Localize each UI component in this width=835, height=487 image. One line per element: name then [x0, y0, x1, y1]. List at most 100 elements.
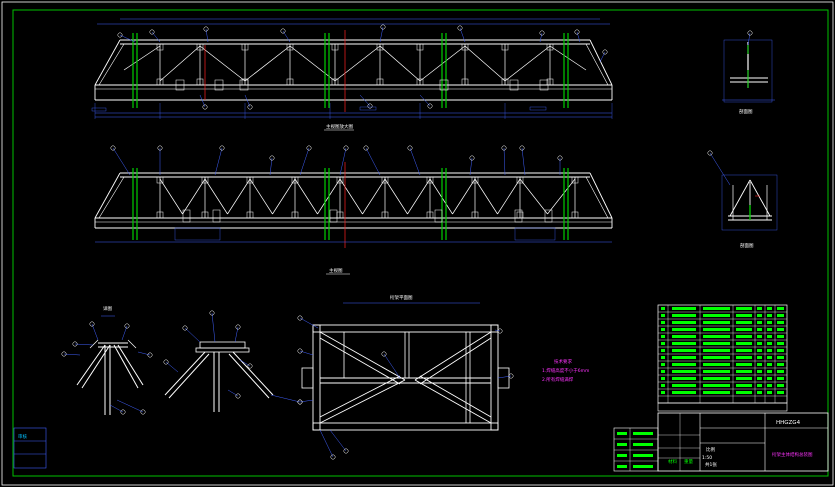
- part-balloon: [297, 348, 303, 354]
- leader-line: [269, 157, 273, 176]
- title-scale-value: 1:50: [702, 455, 712, 461]
- end-diagonal: [94, 39, 121, 86]
- end-diagonal: [98, 43, 125, 86]
- signature-value: [633, 465, 653, 468]
- leader-line: [184, 327, 201, 343]
- bom-qty: [757, 314, 762, 317]
- part-balloon: [72, 341, 78, 347]
- bom-unit-wt: [767, 377, 772, 380]
- gusset-plate: [246, 211, 254, 219]
- bom-material: [736, 384, 752, 387]
- web-diagonal: [294, 178, 318, 215]
- gusset-plate: [376, 43, 384, 51]
- bom-part-code: [672, 391, 696, 394]
- bom-item-no: [661, 328, 665, 331]
- part-balloon: [407, 145, 413, 151]
- web-diagonal: [547, 178, 576, 215]
- leg-member: [232, 351, 274, 396]
- gusset-plate: [516, 176, 524, 184]
- bom-header: [657, 402, 788, 412]
- gusset-plate: [416, 78, 424, 86]
- leader-line: [503, 147, 506, 176]
- leader-line: [74, 343, 94, 346]
- bom-part-name: [703, 363, 730, 366]
- part-balloon: [427, 103, 433, 109]
- signature-value: [633, 432, 653, 435]
- title-material-label: 材料: [668, 458, 677, 465]
- gusset-plate: [516, 211, 524, 219]
- section-caption-bottom: 剖面图: [740, 242, 754, 249]
- front-view: [91, 18, 613, 119]
- gusset-plate: [501, 43, 509, 51]
- gusset-plate: [336, 176, 344, 184]
- dimension-box: [514, 227, 556, 241]
- notes-line-1: 1.焊缝高度不小于6mm: [542, 367, 589, 374]
- leg-member: [117, 344, 144, 386]
- bom-part-name: [703, 321, 730, 324]
- dimension-box: [174, 227, 221, 241]
- bom-unit-wt: [767, 363, 772, 366]
- bom-qty: [757, 342, 762, 345]
- web-diagonal: [362, 178, 386, 215]
- gusset-plate: [426, 211, 434, 219]
- leader-line: [91, 323, 99, 341]
- part-balloon: [469, 155, 475, 161]
- bom-unit-wt: [767, 356, 772, 359]
- leader-line: [239, 359, 251, 367]
- gusset-plate: [461, 43, 469, 51]
- end-diagonal: [94, 172, 121, 219]
- base-plate: [509, 79, 519, 91]
- web-diagonal: [204, 178, 228, 215]
- leader-line: [409, 147, 421, 176]
- signature-label: [617, 432, 627, 435]
- bom-item-no: [661, 349, 665, 352]
- bom-unit-wt: [767, 384, 772, 387]
- cap-plate: [195, 347, 250, 353]
- leader-line: [521, 147, 526, 176]
- end-diagonal: [585, 43, 609, 86]
- leader-line: [63, 353, 81, 356]
- gusset-plate: [196, 43, 204, 51]
- gusset: [89, 339, 99, 349]
- part-balloon: [363, 145, 369, 151]
- section-view-top-right: [722, 30, 775, 103]
- detail-view-middle: [163, 310, 303, 412]
- plan-diagonal: [419, 337, 492, 385]
- part-balloon: [209, 310, 215, 316]
- part-balloon: [497, 328, 503, 334]
- bom-part-code: [672, 328, 696, 331]
- leader-line: [112, 147, 131, 176]
- bom-qty: [757, 391, 762, 394]
- bom-unit-wt: [767, 342, 772, 345]
- leg-member: [164, 351, 206, 396]
- bom-qty: [757, 356, 762, 359]
- leader-line: [121, 325, 128, 341]
- web-diagonal: [159, 45, 201, 82]
- title-drawing-name: 桁架主体结构总装图: [772, 451, 813, 458]
- bom-total-wt: [777, 363, 784, 366]
- leg-member: [168, 353, 210, 399]
- end-diagonal: [589, 39, 613, 86]
- part-balloon: [574, 29, 580, 35]
- title-scale-label: 比例: [706, 446, 715, 453]
- end-lug: [301, 367, 314, 389]
- web-diagonal: [289, 45, 336, 82]
- bom-item-no: [661, 384, 665, 387]
- leader-line: [494, 329, 501, 332]
- title-sheet: 共1张: [705, 461, 717, 468]
- leg-member: [76, 344, 106, 386]
- part-balloon: [89, 321, 95, 327]
- gusset-plate: [291, 211, 299, 219]
- part-balloon: [343, 145, 349, 151]
- top-view-caption: 主视图: [329, 267, 343, 274]
- plan-diagonal: [414, 331, 492, 381]
- gusset-plate: [546, 78, 554, 86]
- part-balloon: [163, 359, 169, 365]
- gusset-plate: [286, 78, 294, 86]
- web-diagonal: [244, 45, 291, 82]
- part-balloon: [269, 155, 275, 161]
- bom-part-code: [672, 321, 696, 324]
- gusset-plate: [416, 43, 424, 51]
- gusset-plate: [426, 176, 434, 184]
